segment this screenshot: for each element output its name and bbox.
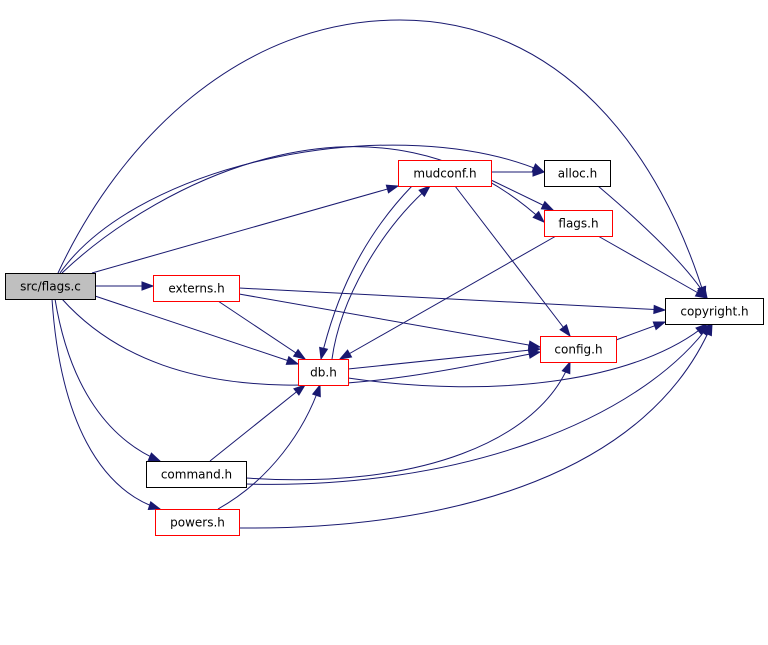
- node-label: config.h: [554, 343, 602, 357]
- edge-flags_c-to-externs_h: [95, 281, 155, 291]
- arrowhead-icon: [311, 383, 321, 398]
- node-powers-h[interactable]: powers.h: [155, 509, 240, 536]
- edge-flags_h-to-copyright_h: [597, 235, 709, 299]
- edge-line: [209, 384, 306, 462]
- node-label: copyright.h: [680, 305, 748, 319]
- edge-line: [245, 323, 711, 485]
- edge-line: [238, 287, 666, 311]
- node-label: src/flags.c: [20, 280, 81, 294]
- node-flags-c[interactable]: src/flags.c: [5, 273, 96, 300]
- arrowhead-icon: [285, 355, 300, 365]
- edge-line: [320, 185, 413, 360]
- arrowhead-icon: [540, 200, 555, 211]
- node-box: [665, 298, 764, 325]
- node-mudconf-h[interactable]: mudconf.h: [398, 160, 492, 187]
- edge-line: [91, 294, 299, 365]
- edge-line: [91, 185, 399, 274]
- arrowhead-icon: [528, 345, 542, 355]
- node-label: alloc.h: [558, 167, 597, 181]
- edge-flags_c-to-mudconf_h: [91, 184, 400, 274]
- edge-line: [597, 235, 708, 299]
- node-config-h[interactable]: config.h: [540, 336, 617, 363]
- arrowhead-icon: [338, 349, 353, 360]
- node-externs-h[interactable]: externs.h: [153, 275, 240, 302]
- edge-mudconf_h-to-flags_h: [490, 179, 555, 211]
- edge-externs_h-to-config_h: [238, 293, 542, 350]
- node-label: db.h: [310, 366, 337, 380]
- edge-line: [59, 144, 545, 274]
- edge-line: [238, 323, 713, 529]
- edge-mudconf_h-to-db_h: [319, 185, 413, 361]
- edge-line: [347, 323, 708, 388]
- node-box: [298, 359, 349, 386]
- edge-line: [339, 235, 557, 360]
- arrowhead-icon: [319, 346, 329, 361]
- edge-line: [61, 298, 541, 386]
- node-label: mudconf.h: [413, 167, 476, 181]
- node-box: [155, 509, 240, 536]
- arrowhead-icon: [694, 288, 709, 299]
- arrowhead-icon: [147, 452, 162, 462]
- edge-line: [597, 185, 708, 299]
- node-label: powers.h: [170, 516, 225, 530]
- edge-flags_c-to-powers_h: [51, 298, 162, 511]
- edge-line: [217, 300, 306, 360]
- node-box: [544, 160, 611, 187]
- arrowhead-icon: [561, 360, 571, 375]
- edges-layer: [51, 19, 713, 529]
- node-box: [544, 210, 613, 237]
- edge-line: [57, 19, 706, 299]
- edge-line: [245, 361, 571, 481]
- edge-alloc_h-to-copyright_h: [597, 185, 708, 300]
- edge-externs_h-to-copyright_h: [238, 287, 667, 315]
- node-command-h[interactable]: command.h: [146, 461, 247, 488]
- node-flags-h[interactable]: flags.h: [544, 210, 613, 237]
- edge-powers_h-to-copyright_h: [238, 322, 713, 529]
- edge-powers_h-to-db_h: [217, 383, 321, 510]
- edge-mudconf_h-to-alloc_h: [491, 167, 546, 177]
- node-box: [153, 275, 240, 302]
- edge-line: [331, 185, 431, 360]
- edge-line: [51, 298, 161, 510]
- nodes-layer: src/flags.c externs.h mudconf.h alloc.h flag…: [5, 160, 764, 536]
- edge-command_h-to-copyright_h: [245, 322, 711, 485]
- arrowhead-icon: [653, 304, 667, 315]
- node-box: [540, 336, 617, 363]
- node-db-h[interactable]: db.h: [298, 359, 349, 386]
- arrowhead-icon: [652, 321, 667, 331]
- node-box: [398, 160, 492, 187]
- edge-flags_c-to-db_h: [91, 294, 300, 365]
- arrowhead-icon: [385, 184, 400, 194]
- arrowhead-icon: [147, 501, 162, 511]
- edge-db_h-to-mudconf_h: [331, 185, 432, 360]
- edge-command_h-to-config_h: [245, 360, 571, 481]
- arrowhead-icon: [703, 322, 713, 337]
- node-label: flags.h: [558, 217, 598, 231]
- node-label: externs.h: [168, 282, 224, 296]
- arrowhead-icon: [293, 384, 307, 396]
- edge-line: [217, 384, 321, 510]
- arrowhead-icon: [141, 281, 155, 291]
- edge-db_h-to-config_h: [347, 345, 542, 370]
- edge-flags_c-to-copyright_h: [57, 19, 707, 300]
- edge-line: [347, 348, 541, 370]
- node-box: [5, 273, 96, 300]
- edge-flags_h-to-db_h: [338, 235, 557, 360]
- edge-config_h-to-copyright_h: [615, 321, 667, 341]
- edge-flags_c-to-command_h: [54, 298, 162, 462]
- edge-externs_h-to-db_h: [217, 300, 307, 360]
- node-copyright-h[interactable]: copyright.h: [665, 298, 764, 325]
- node-label: command.h: [161, 468, 232, 482]
- node-box: [146, 461, 247, 488]
- arrowhead-icon: [532, 210, 546, 223]
- edge-line: [54, 298, 161, 462]
- arrowhead-icon: [559, 324, 571, 338]
- node-alloc-h[interactable]: alloc.h: [544, 160, 611, 187]
- edge-command_h-to-db_h: [209, 384, 307, 462]
- arrowhead-icon: [532, 167, 546, 177]
- edge-line: [238, 293, 541, 348]
- arrowhead-icon: [292, 348, 307, 360]
- arrowhead-icon: [418, 185, 432, 198]
